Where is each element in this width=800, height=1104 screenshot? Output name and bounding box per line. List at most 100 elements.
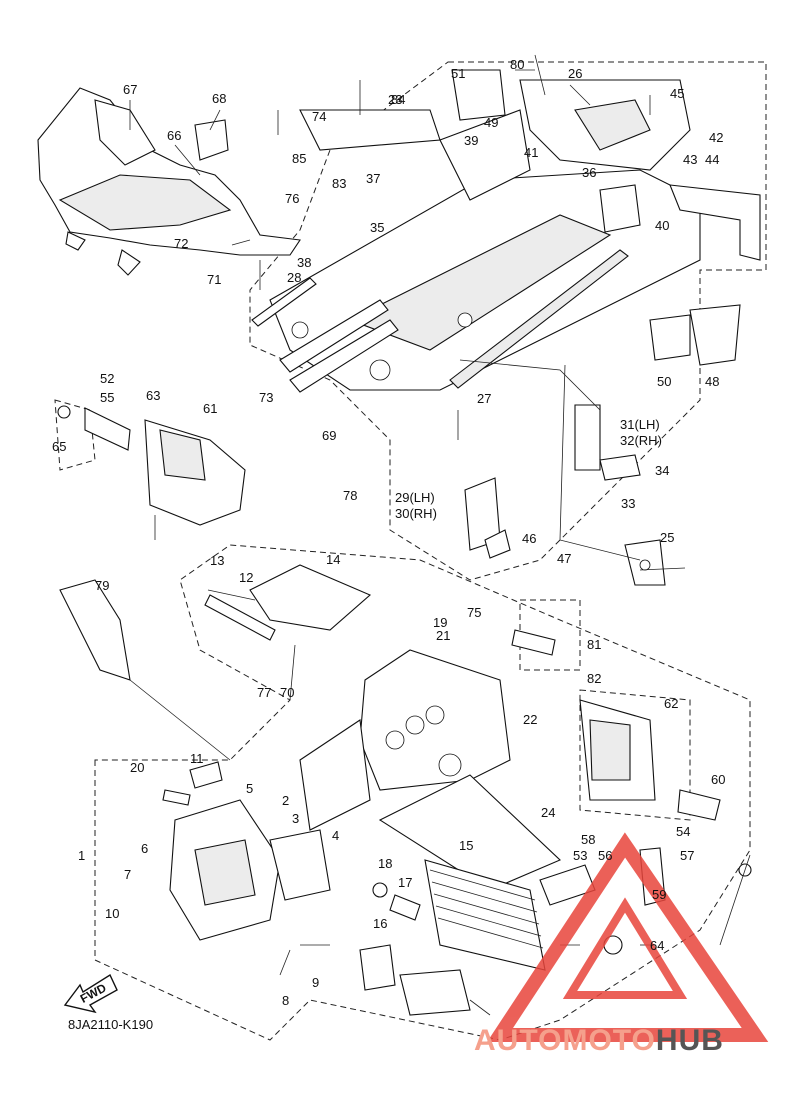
callout-label: 1 <box>78 848 85 863</box>
callout-label: 40 <box>655 218 669 233</box>
callout-label: 32(RH) <box>620 433 662 448</box>
steering-bracket-parts <box>464 404 666 586</box>
callout-label: 37 <box>366 171 380 186</box>
callout-label: 80 <box>510 57 524 72</box>
callout-label: 52 <box>100 371 114 386</box>
callout-label: 51 <box>451 66 465 81</box>
callout-label: 38 <box>297 255 311 270</box>
callout-label: 57 <box>680 848 694 863</box>
callout-label: 14 <box>326 552 340 567</box>
callout-label: 49 <box>484 115 498 130</box>
callout-label: 16 <box>373 916 387 931</box>
callout-label: 56 <box>598 848 612 863</box>
callout-label: 58 <box>581 832 595 847</box>
callout-label: 61 <box>203 401 217 416</box>
callout-label: 46 <box>522 531 536 546</box>
callout-label: 10 <box>105 906 119 921</box>
callout-label: 20 <box>130 760 144 775</box>
callout-label: 6 <box>141 841 148 856</box>
callout-label: 48 <box>705 374 719 389</box>
callout-label: 29(LH) <box>395 490 435 505</box>
callout-label: 64 <box>650 938 664 953</box>
callout-label: 79 <box>95 578 109 593</box>
callout-label: 26 <box>568 66 582 81</box>
callout-label: 75 <box>467 605 481 620</box>
bulkhead-assembly <box>162 761 331 941</box>
callout-label: 62 <box>664 696 678 711</box>
callout-label: 42 <box>709 130 723 145</box>
callout-label: 73 <box>259 390 273 405</box>
callout-label: 2 <box>282 793 289 808</box>
callout-label: 47 <box>557 551 571 566</box>
callout-label: 76 <box>285 191 299 206</box>
watermark-text: AUTOMOTOHUB <box>474 1024 724 1058</box>
fasteners <box>154 54 651 976</box>
callout-label: 36 <box>582 165 596 180</box>
catalog-code: 8JA2110-K190 <box>68 1017 154 1032</box>
lower-frame-assembly <box>59 564 752 891</box>
callout-label: 71 <box>207 272 221 287</box>
callout-label: 63 <box>146 388 160 403</box>
callout-label: 54 <box>676 824 690 839</box>
callout-label: 81 <box>587 637 601 652</box>
callout-label: 85 <box>292 151 306 166</box>
callout-label: 69 <box>322 428 336 443</box>
watermark-logo-icon <box>487 832 769 1042</box>
callout-label: 78 <box>343 488 357 503</box>
callout-label: 7 <box>124 867 131 882</box>
callout-label: 82 <box>587 671 601 686</box>
assembly-boundary-lower <box>94 544 751 1041</box>
callout-label: 84 <box>391 92 405 107</box>
callout-label: 15 <box>459 838 473 853</box>
front-bracket-assembly <box>57 405 246 526</box>
callout-label: 4 <box>332 828 339 843</box>
callout-label: 19 <box>433 615 447 630</box>
callout-label: 55 <box>100 390 114 405</box>
callout-label: 72 <box>174 236 188 251</box>
callout-label: 43 <box>683 152 697 167</box>
front-cowl-assembly <box>37 87 301 276</box>
callout-label: 74 <box>312 109 326 124</box>
callout-label: 21 <box>436 628 450 643</box>
callout-label: 24 <box>541 805 555 820</box>
callout-label: 11 <box>190 751 204 766</box>
callout-label: 17 <box>398 875 412 890</box>
callout-label: 68 <box>212 91 226 106</box>
callout-label: 31(LH) <box>620 417 660 432</box>
callout-label: 30(RH) <box>395 506 437 521</box>
callout-label: 41 <box>524 145 538 160</box>
callout-label: 59 <box>652 887 666 902</box>
callout-label: 34 <box>655 463 669 478</box>
callout-label: 13 <box>210 553 224 568</box>
callout-label: 33 <box>621 496 635 511</box>
callout-label: 5 <box>246 781 253 796</box>
callout-label: 44 <box>705 152 719 167</box>
callout-label: 45 <box>670 86 684 101</box>
callout-label: 25 <box>660 530 674 545</box>
callout-label: 12 <box>239 570 253 585</box>
rear-housing-parts <box>359 847 666 1016</box>
callout-label: 3 <box>292 811 299 826</box>
callout-label: 35 <box>370 220 384 235</box>
callout-label: 83 <box>332 176 346 191</box>
watermark-text-part1: AUTOMOTO <box>474 1024 656 1057</box>
heat-exchanger <box>372 859 546 971</box>
callout-label: 66 <box>167 128 181 143</box>
callout-label: 70 <box>280 685 294 700</box>
callout-label: 18 <box>378 856 392 871</box>
callout-label: 8 <box>282 993 289 1008</box>
callout-label: 60 <box>711 772 725 787</box>
callout-label: 67 <box>123 82 137 97</box>
callout-label: 39 <box>464 133 478 148</box>
callout-label: 65 <box>52 439 66 454</box>
callout-label: 53 <box>573 848 587 863</box>
watermark-text-part2: HUB <box>655 1024 724 1057</box>
callout-label: 22 <box>523 712 537 727</box>
main-frame-tunnel <box>251 69 761 393</box>
callout-label: 77 <box>257 685 271 700</box>
callout-label: 28 <box>287 270 301 285</box>
fwd-arrow-icon: FWD <box>63 973 118 1014</box>
callout-label: 9 <box>312 975 319 990</box>
